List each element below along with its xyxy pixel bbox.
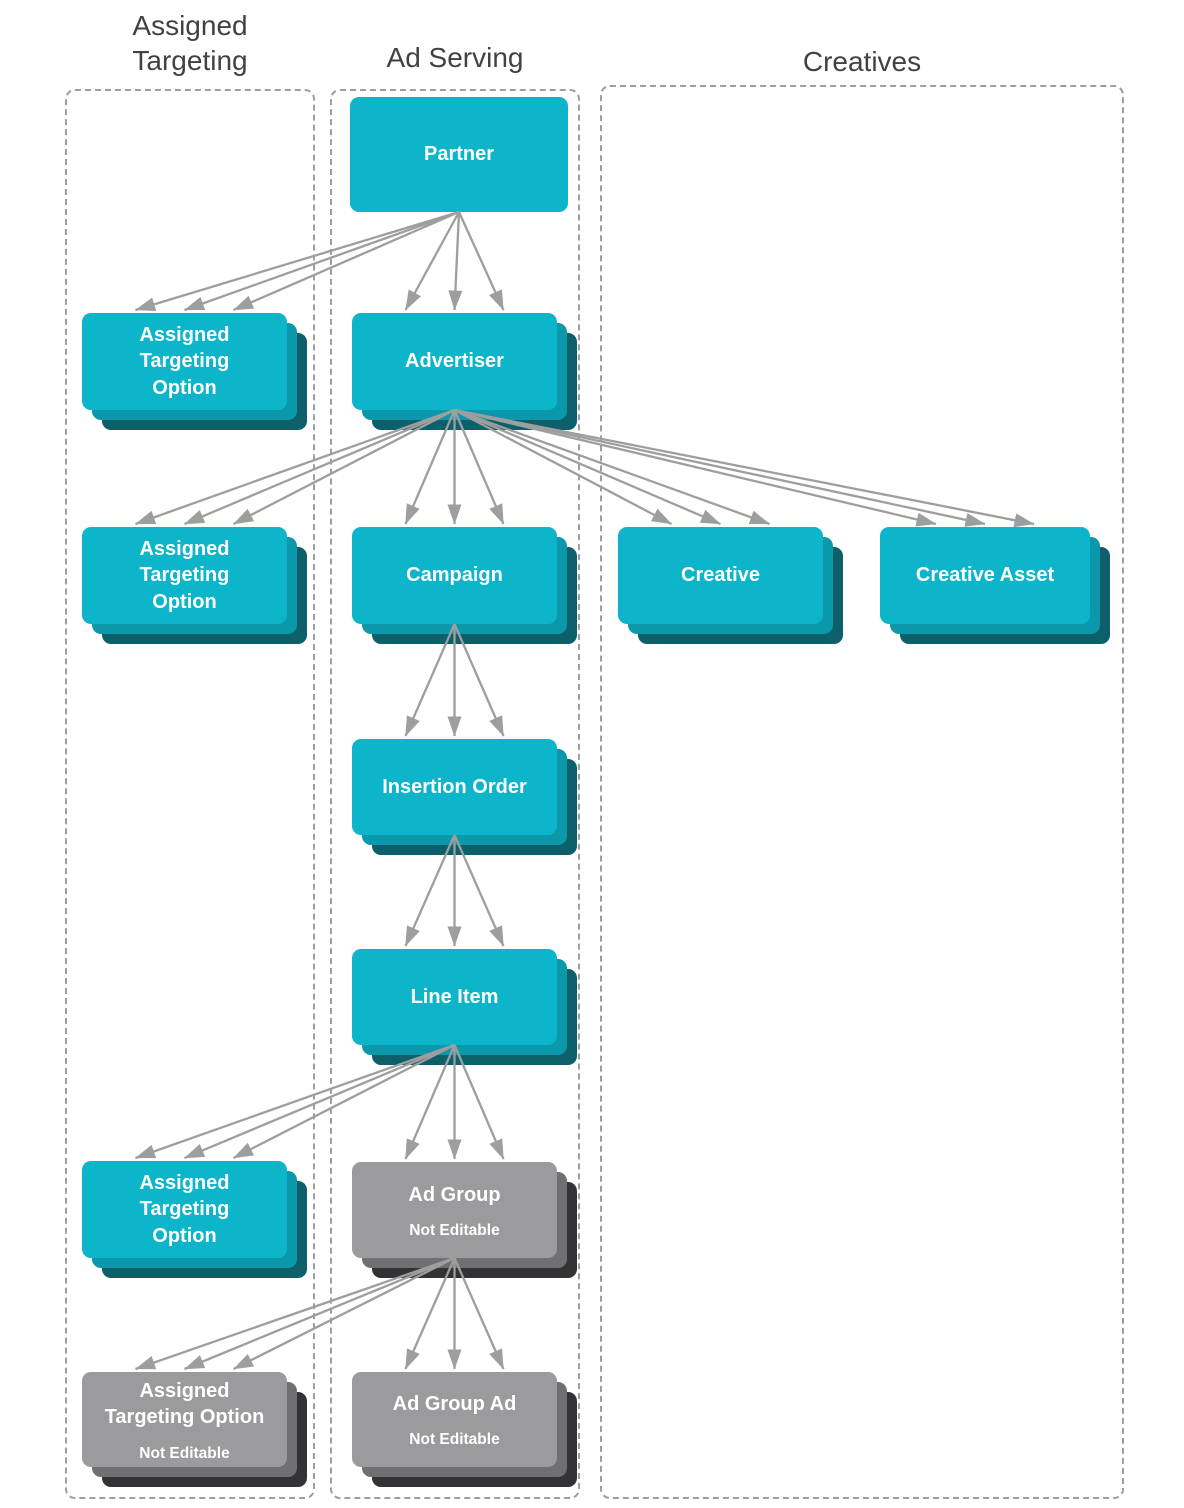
node-ad-group-ad: Ad Group Ad Not Editable — [352, 1372, 557, 1467]
node-label: Assigned Targeting Option — [104, 1379, 265, 1429]
node-label: Creative — [681, 564, 760, 587]
node-assigned-targeting-option-2: Assigned Targeting Option — [82, 527, 287, 624]
node-label: Ad Group Ad — [392, 1393, 517, 1416]
node-insertion-order: Insertion Order — [352, 739, 557, 835]
node-campaign: Campaign — [352, 527, 557, 624]
node-label: Insertion Order — [382, 775, 527, 798]
column-assigned-targeting — [65, 89, 315, 1499]
node-label: Line Item — [410, 985, 499, 1008]
node-label: Ad Group — [408, 1183, 501, 1206]
node-label: Partner — [423, 143, 495, 166]
node-label: Advertiser — [405, 350, 504, 373]
node-creative: Creative — [618, 527, 823, 624]
column-title-assigned-targeting: Assigned Targeting — [132, 10, 248, 76]
node-sublabel: Not Editable — [409, 1221, 500, 1239]
node-advertiser: Advertiser — [352, 313, 557, 410]
node-assigned-targeting-option-1: Assigned Targeting Option — [82, 313, 287, 410]
node-label: Assigned Targeting Option — [139, 1171, 230, 1247]
node-sublabel: Not Editable — [139, 1444, 230, 1462]
node-assigned-targeting-option-3: Assigned Targeting Option — [82, 1161, 287, 1258]
column-creatives — [600, 85, 1124, 1499]
node-label: Campaign — [406, 564, 503, 587]
node-partner: Partner — [350, 97, 568, 212]
node-creative-asset: Creative Asset — [880, 527, 1090, 624]
node-line-item: Line Item — [352, 949, 557, 1045]
node-label: Assigned Targeting Option — [139, 323, 230, 399]
node-label: Assigned Targeting Option — [139, 537, 230, 613]
node-sublabel: Not Editable — [409, 1431, 500, 1449]
column-ad-serving — [330, 89, 580, 1499]
column-title-creatives: Creatives — [802, 46, 922, 77]
column-title-ad-serving: Ad Serving — [386, 42, 524, 73]
node-label: Creative Asset — [915, 564, 1055, 587]
